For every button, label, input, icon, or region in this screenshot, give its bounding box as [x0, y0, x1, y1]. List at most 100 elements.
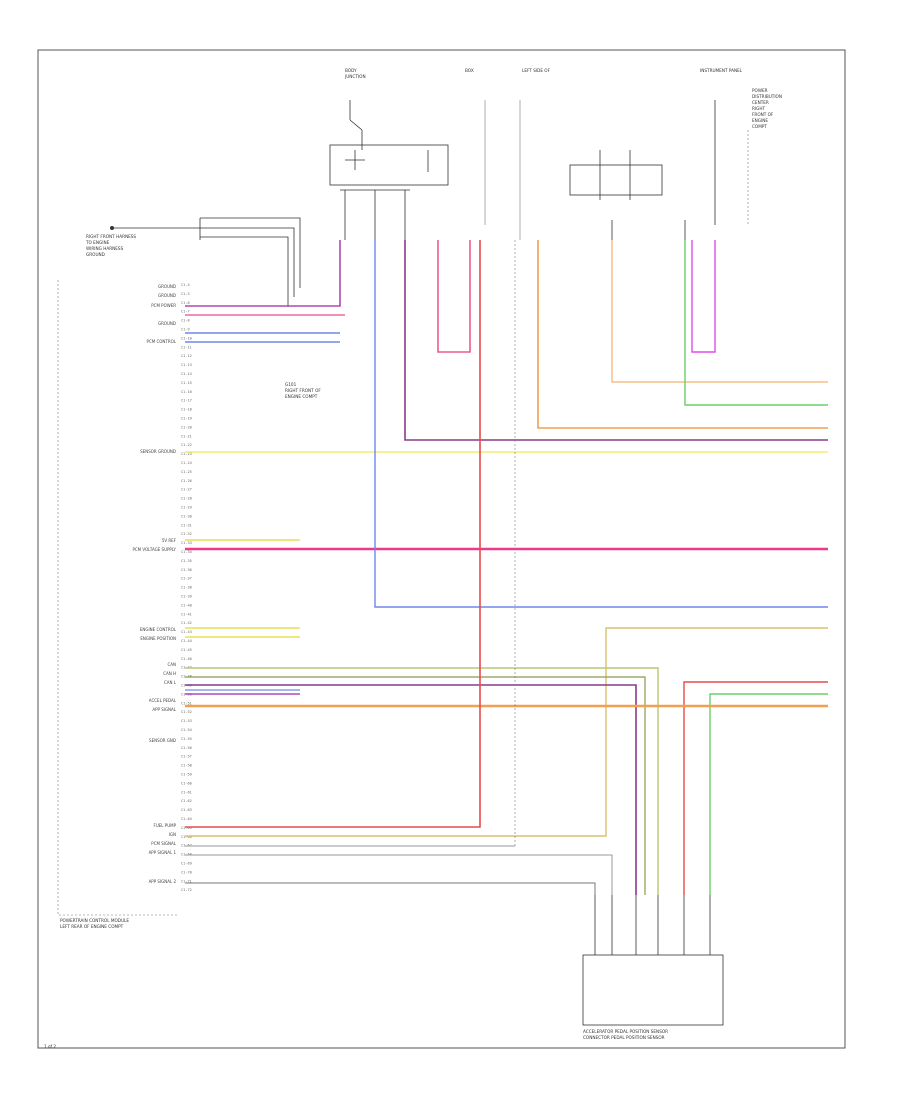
connector-pin: C1-52	[181, 710, 192, 714]
connector-pin: C1-56	[181, 746, 192, 750]
diagram-frame	[37, 49, 846, 1049]
svg-text:POWERTRAIN CONTROL MODULE: POWERTRAIN CONTROL MODULE	[60, 918, 129, 923]
connector-pin: C1-71	[181, 879, 192, 883]
connector-pin: C1-40	[181, 603, 192, 607]
connector-pin: C1-30	[181, 514, 192, 518]
svg-text:CONNECTOR PEDAL POSITION SENSO: CONNECTOR PEDAL POSITION SENSOR	[583, 1035, 665, 1040]
ground-splice-top-left: RIGHT FRONT HARNESS TO ENGINE WIRING HAR…	[85, 217, 301, 307]
signal-label: IGN	[169, 832, 176, 837]
connector-pin: C1-59	[181, 773, 192, 777]
signal-label: GROUND	[158, 321, 176, 326]
connector-pin: C1-60	[181, 781, 192, 785]
connector-pin: C1-20	[181, 425, 192, 429]
svg-text:GROUND: GROUND	[86, 252, 105, 257]
connector-pin: C1-54	[181, 728, 192, 732]
connector-pin: C1-55	[181, 737, 192, 741]
svg-text:LEFT SIDE OF: LEFT SIDE OF	[522, 68, 551, 73]
signal-label: ACCEL PEDAL	[149, 698, 177, 703]
connector-pin: C1-42	[181, 621, 192, 625]
signal-label: ENGINE POSITION	[140, 636, 176, 641]
connector-pin: C1-57	[181, 755, 192, 759]
wire-runs	[185, 240, 828, 895]
signal-label: PCM VOLTAGE SUPPLY	[132, 547, 176, 552]
svg-text:JUNCTION: JUNCTION	[344, 74, 366, 79]
connector-pin: C1-66	[181, 835, 192, 839]
svg-text:BODY: BODY	[345, 68, 357, 73]
signal-labels: GROUND GROUND PCM POWER GROUND PCM CONTR…	[132, 284, 176, 884]
signal-label: CAN L	[164, 680, 177, 685]
connector-pin: C1-37	[181, 577, 192, 581]
svg-text:COMPT: COMPT	[752, 124, 767, 129]
svg-text:DISTRIBUTION: DISTRIBUTION	[752, 94, 782, 99]
connector-pin: C1-65	[181, 826, 192, 830]
svg-text:FRONT OF: FRONT OF	[752, 112, 774, 117]
pcm-label: POWERTRAIN CONTROL MODULE LEFT REAR OF E…	[60, 918, 129, 929]
signal-label: CAN	[167, 662, 176, 667]
connector-pin: C1-41	[181, 612, 192, 616]
connector-pin: C1-10	[181, 336, 192, 340]
svg-text:POWER: POWER	[752, 88, 768, 93]
connector-pin: C1-38	[181, 586, 192, 590]
signal-label: APP SIGNAL 1	[149, 850, 177, 855]
svg-text:TO ENGINE: TO ENGINE	[85, 240, 110, 245]
signal-label: PCM SIGNAL	[151, 841, 176, 846]
pcm-connector-pins: C1-4C1-5C1-6C1-7C1-8C1-9C1-10C1-11C1-12C…	[181, 283, 192, 892]
connector-pin: C1-53	[181, 719, 192, 723]
svg-text:LEFT REAR OF ENGINE COMPT: LEFT REAR OF ENGINE COMPT	[60, 924, 124, 929]
connector-pin: C1-44	[181, 639, 192, 643]
connector-pin: C1-32	[181, 532, 192, 536]
signal-label: APP SIGNAL	[152, 707, 176, 712]
connector-pin: C1-22	[181, 443, 192, 447]
svg-text:BOX: BOX	[465, 68, 474, 73]
connector-pin: C1-25	[181, 470, 192, 474]
top-fuse-relay-block: POWER DISTRIBUTION CENTER RIGHT FRONT OF…	[329, 88, 782, 240]
connector-pin: C1-51	[181, 701, 192, 705]
svg-text:INSTRUMENT PANEL: INSTRUMENT PANEL	[700, 68, 743, 73]
svg-text:RIGHT FRONT HARNESS: RIGHT FRONT HARNESS	[86, 234, 136, 239]
connector-pin: C1-24	[181, 461, 192, 465]
connector-pin: C1-39	[181, 595, 192, 599]
connector-pin: C1-58	[181, 764, 192, 768]
connector-pin: C1-15	[181, 381, 192, 385]
svg-text:G101: G101	[285, 382, 297, 387]
connector-pin: C1-45	[181, 648, 192, 652]
signal-label: PCM POWER	[151, 303, 176, 308]
connector-pin: C1-29	[181, 506, 192, 510]
connector-pin: C1-5	[181, 292, 190, 296]
connector-pin: C1-36	[181, 568, 192, 572]
connector-pin: C1-23	[181, 452, 192, 456]
connector-pin: C1-72	[181, 888, 192, 892]
connector-pin: C1-64	[181, 817, 192, 821]
ground-label: G101 RIGHT FRONT OF ENGINE COMPT	[285, 382, 321, 399]
connector-pin: C1-6	[181, 301, 190, 305]
connector-pin: C1-43	[181, 630, 192, 634]
svg-text:RIGHT FRONT OF: RIGHT FRONT OF	[285, 388, 321, 393]
signal-label: GROUND	[158, 293, 176, 298]
pcm-outline	[57, 280, 178, 916]
fuse-box-label: BODY JUNCTION BOX LEFT SIDE OF INSTRUMEN…	[344, 68, 743, 79]
connector-pin: C1-31	[181, 523, 192, 527]
connector-pin: C1-18	[181, 408, 192, 412]
svg-text:WIRING HARNESS: WIRING HARNESS	[86, 246, 124, 251]
accelerator-pedal-sensor: ACCELERATOR PEDAL POSITION SENSOR CONNEC…	[582, 895, 724, 1040]
signal-label: PCM CONTROL	[147, 339, 177, 344]
svg-text:CENTER: CENTER	[752, 100, 769, 105]
signal-label: ENGINE CONTROL	[140, 627, 177, 632]
signal-label: 5V REF	[162, 538, 177, 543]
signal-label: APP SIGNAL 2	[149, 879, 177, 884]
connector-pin: C1-9	[181, 328, 190, 332]
connector-pin: C1-19	[181, 417, 192, 421]
svg-text:ACCELERATOR PEDAL POSITION SEN: ACCELERATOR PEDAL POSITION SENSOR	[583, 1029, 668, 1034]
connector-pin: C1-4	[181, 283, 190, 287]
connector-pin: C1-16	[181, 390, 192, 394]
connector-pin: C1-17	[181, 399, 192, 403]
connector-pin: C1-11	[181, 345, 192, 349]
svg-text:RIGHT: RIGHT	[752, 106, 766, 111]
connector-pin: C1-21	[181, 434, 192, 438]
signal-label: FUEL PUMP	[154, 823, 177, 828]
signal-label: SENSOR GROUND	[140, 449, 176, 454]
connector-pin: C1-46	[181, 657, 192, 661]
connector-pin: C1-12	[181, 354, 192, 358]
signal-label: SENSOR GND	[149, 738, 176, 743]
